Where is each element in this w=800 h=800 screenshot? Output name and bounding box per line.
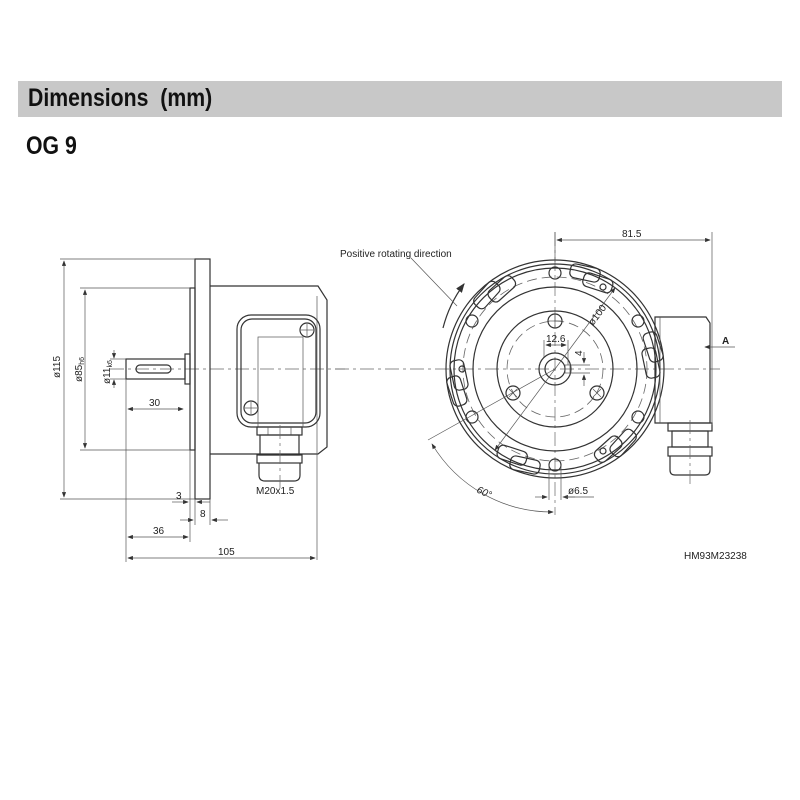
side-view: M20x1.5 ø115 ø85h6 ø11k6 30 3 [52, 258, 345, 562]
screw-icon [505, 385, 521, 401]
view-marker-a: A [722, 336, 729, 347]
dim-shaft-to-flange: 36 [153, 526, 165, 537]
screw-icon [243, 400, 259, 416]
dim-flange-thickness: 8 [200, 509, 206, 520]
model-title: OG 9 [26, 132, 77, 160]
screw-icon [299, 322, 315, 338]
dim-flange-offset: 3 [176, 491, 182, 502]
rotation-direction-label: Positive rotating direction [340, 249, 452, 260]
dim-spigot-diameter: ø85 [74, 364, 85, 382]
page-title: Dimensions (mm) [28, 84, 213, 112]
dim-spigot-tolerance: h6 [79, 357, 86, 365]
drawing-code: HM93M23238 [684, 551, 747, 562]
terminal-cover [236, 314, 321, 428]
screw-icon [547, 313, 563, 329]
dim-bolt-circle: ø100 [587, 303, 610, 328]
flange-plate [194, 258, 211, 500]
dim-shaft-tolerance: k6 [107, 360, 114, 368]
svg-text:ø85h6: ø85h6 [74, 357, 86, 382]
housing [210, 285, 328, 455]
gland-thread-label: M20x1.5 [256, 486, 295, 497]
key-slot [135, 364, 172, 374]
front-view: 81.5 A ø100 12.6 4 ø6.5 60° Positive rot [335, 229, 735, 515]
dim-key-width: 12.6 [546, 334, 566, 345]
dim-angle: 60° [475, 485, 493, 501]
dim-flange-diameter: ø115 [52, 356, 63, 378]
screw-icon [589, 385, 605, 401]
rotation-arrow-icon [442, 283, 465, 329]
mounting-holes [458, 266, 645, 472]
dim-overall-length: 105 [218, 547, 235, 558]
dim-key-height: 4 [574, 350, 585, 356]
svg-text:ø11k6: ø11k6 [102, 360, 114, 384]
dim-connector-offset: 81.5 [622, 229, 642, 240]
shaft [125, 358, 186, 380]
connector-housing [654, 316, 713, 485]
dim-shaft-length: 30 [149, 398, 161, 409]
dim-shaft-diameter: ø11 [102, 367, 113, 384]
header-bar: Dimensions (mm) [18, 81, 782, 117]
cable-gland [256, 425, 303, 488]
dim-hole-diameter: ø6.5 [568, 486, 588, 497]
